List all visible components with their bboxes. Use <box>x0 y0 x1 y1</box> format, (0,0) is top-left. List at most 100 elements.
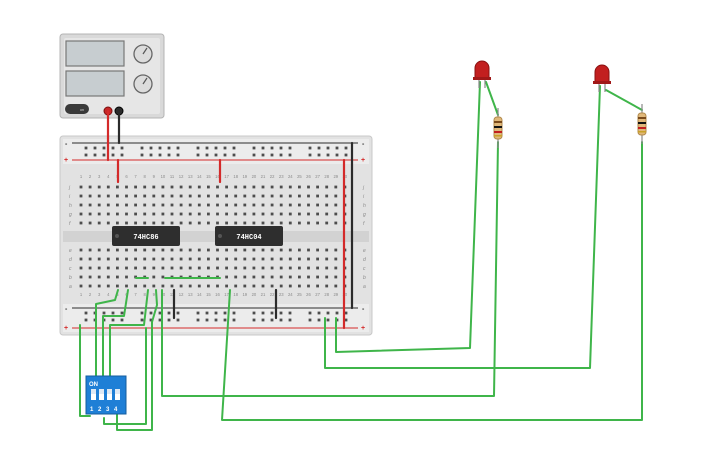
breadboard-hole[interactable] <box>207 194 210 198</box>
breadboard-hole[interactable] <box>344 318 348 322</box>
breadboard-hole[interactable] <box>288 266 292 270</box>
breadboard-hole[interactable] <box>207 212 210 216</box>
breadboard-hole[interactable] <box>298 266 301 270</box>
breadboard-hole[interactable] <box>270 311 274 315</box>
breadboard-hole[interactable] <box>179 203 183 207</box>
breadboard-hole[interactable] <box>288 257 292 261</box>
breadboard-hole[interactable] <box>197 185 201 189</box>
breadboard-hole[interactable] <box>307 203 310 207</box>
breadboard-hole[interactable] <box>308 311 312 315</box>
breadboard-hole[interactable] <box>325 203 329 207</box>
breadboard-hole[interactable] <box>234 275 238 279</box>
breadboard-hole[interactable] <box>205 153 209 157</box>
breadboard-hole[interactable] <box>134 194 137 198</box>
breadboard-hole[interactable] <box>143 266 147 270</box>
breadboard-hole[interactable] <box>134 221 137 225</box>
breadboard-hole[interactable] <box>261 153 265 157</box>
breadboard-hole[interactable] <box>125 212 128 216</box>
breadboard-hole[interactable] <box>234 221 238 225</box>
breadboard-hole[interactable] <box>116 248 119 252</box>
breadboard-hole[interactable] <box>143 248 147 252</box>
breadboard-hole[interactable] <box>288 275 292 279</box>
breadboard-hole[interactable] <box>308 146 312 150</box>
breadboard-hole[interactable] <box>288 185 292 189</box>
breadboard-hole[interactable] <box>252 203 256 207</box>
dip-toggle-4[interactable] <box>115 389 120 400</box>
breadboard-hole[interactable] <box>179 185 183 189</box>
breadboard-hole[interactable] <box>298 248 301 252</box>
breadboard-hole[interactable] <box>207 266 210 270</box>
breadboard-hole[interactable] <box>111 318 115 322</box>
breadboard-hole[interactable] <box>288 318 292 322</box>
breadboard-hole[interactable] <box>102 153 106 157</box>
breadboard-hole[interactable] <box>308 153 312 157</box>
breadboard-hole[interactable] <box>307 185 310 189</box>
breadboard-hole[interactable] <box>216 221 219 225</box>
breadboard-hole[interactable] <box>252 185 256 189</box>
breadboard-hole[interactable] <box>252 221 256 225</box>
breadboard-hole[interactable] <box>205 311 209 315</box>
breadboard-hole[interactable] <box>149 146 153 150</box>
breadboard-hole[interactable] <box>197 203 201 207</box>
breadboard-hole[interactable] <box>97 203 101 207</box>
breadboard-hole[interactable] <box>316 194 319 198</box>
breadboard-hole[interactable] <box>79 257 83 261</box>
breadboard-hole[interactable] <box>216 257 219 261</box>
breadboard-hole[interactable] <box>152 212 156 216</box>
breadboard-hole[interactable] <box>179 221 183 225</box>
breadboard-hole[interactable] <box>106 194 110 198</box>
breadboard-hole[interactable] <box>335 311 339 315</box>
breadboard-hole[interactable] <box>261 212 265 216</box>
power-switch[interactable] <box>65 104 89 114</box>
breadboard-hole[interactable] <box>234 185 238 189</box>
breadboard-hole[interactable] <box>134 248 137 252</box>
breadboard-hole[interactable] <box>316 257 319 261</box>
breadboard-hole[interactable] <box>170 266 174 270</box>
breadboard-hole[interactable] <box>79 194 83 198</box>
breadboard-hole[interactable] <box>116 257 119 261</box>
breadboard-hole[interactable] <box>316 221 319 225</box>
breadboard-hole[interactable] <box>279 318 283 322</box>
breadboard-hole[interactable] <box>196 153 200 157</box>
breadboard-hole[interactable] <box>261 194 265 198</box>
breadboard-hole[interactable] <box>161 275 165 279</box>
breadboard-hole[interactable] <box>279 146 283 150</box>
breadboard-hole[interactable] <box>93 153 97 157</box>
breadboard-hole[interactable] <box>225 284 228 288</box>
breadboard-hole[interactable] <box>97 221 101 225</box>
breadboard-hole[interactable] <box>106 185 110 189</box>
breadboard-hole[interactable] <box>326 311 330 315</box>
breadboard-hole[interactable] <box>225 194 228 198</box>
breadboard-hole[interactable] <box>270 212 274 216</box>
breadboard-hole[interactable] <box>149 318 153 322</box>
breadboard-hole[interactable] <box>170 212 174 216</box>
breadboard-hole[interactable] <box>252 146 256 150</box>
breadboard-hole[interactable] <box>325 275 329 279</box>
breadboard-hole[interactable] <box>161 212 165 216</box>
breadboard-hole[interactable] <box>170 203 174 207</box>
breadboard-hole[interactable] <box>325 248 329 252</box>
breadboard-hole[interactable] <box>152 266 156 270</box>
breadboard-hole[interactable] <box>252 311 256 315</box>
breadboard-hole[interactable] <box>140 153 144 157</box>
breadboard-hole[interactable] <box>88 248 92 252</box>
breadboard-hole[interactable] <box>134 185 137 189</box>
breadboard-hole[interactable] <box>188 194 192 198</box>
breadboard-hole[interactable] <box>161 185 165 189</box>
breadboard-hole[interactable] <box>152 248 156 252</box>
breadboard-hole[interactable] <box>344 146 348 150</box>
breadboard-hole[interactable] <box>161 284 165 288</box>
breadboard-hole[interactable] <box>261 311 265 315</box>
breadboard-hole[interactable] <box>179 257 183 261</box>
breadboard-hole[interactable] <box>261 203 265 207</box>
breadboard-hole[interactable] <box>270 185 274 189</box>
dip-switch[interactable]: ON 1 2 3 4 <box>85 375 127 415</box>
breadboard-hole[interactable] <box>97 284 101 288</box>
breadboard-hole[interactable] <box>140 146 144 150</box>
breadboard-hole[interactable] <box>196 318 200 322</box>
breadboard-hole[interactable] <box>125 203 128 207</box>
breadboard-hole[interactable] <box>149 311 153 315</box>
breadboard-hole[interactable] <box>93 146 97 150</box>
breadboard-hole[interactable] <box>252 318 256 322</box>
breadboard-hole[interactable] <box>79 185 83 189</box>
